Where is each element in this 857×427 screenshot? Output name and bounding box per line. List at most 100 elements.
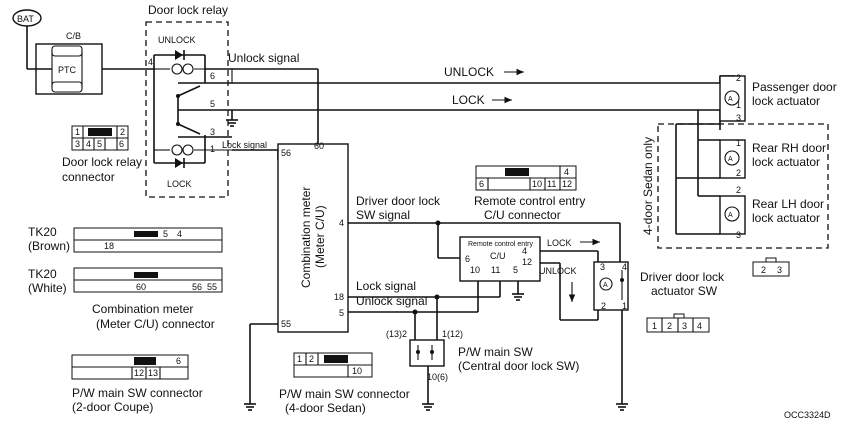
dsw-pin-3: 3 xyxy=(600,262,605,272)
unlock-signal-line-label: Unlock signal xyxy=(356,294,427,308)
dsw-pin-1: 1 xyxy=(622,301,627,311)
lh-pin-2: 2 xyxy=(736,185,741,195)
driver-sw-label-1: Driver door lock xyxy=(640,270,725,284)
actuator-connector: 2 3 xyxy=(752,257,790,277)
meter-connector-label-1: Combination meter xyxy=(92,302,193,316)
passenger-label-1: Passenger door xyxy=(752,80,837,94)
tkw-pin-55: 55 xyxy=(207,282,217,292)
pw-pin-10: 10(6) xyxy=(427,372,448,382)
actuator-lines: UNLOCK LOCK xyxy=(232,65,735,130)
relay-lock-signal-label: Lock signal xyxy=(222,140,267,150)
tkb-pin-5: 5 xyxy=(163,229,168,239)
pwc-pin-13: 13 xyxy=(148,368,158,378)
rear-rh-label-2: lock actuator xyxy=(752,155,820,169)
meter-pin-55: 55 xyxy=(281,319,291,329)
pw-sedan-label-2: (4-door Sedan) xyxy=(285,401,366,415)
lock-signal-label: Lock signal xyxy=(356,279,416,293)
lh-pin-3: 3 xyxy=(736,230,741,240)
pwc-pin-6: 6 xyxy=(176,356,181,366)
meter-pin-60: 60 xyxy=(314,141,324,151)
cb-label: C/B xyxy=(66,31,81,41)
pw-main-sw: (13)2 1(12) 10(6) P/W main SW (Central d… xyxy=(386,329,579,411)
rc-pin-4: 4 xyxy=(86,139,91,149)
pw-coupe-connector: 6 12 13 P/W main SW connector (2-door Co… xyxy=(71,354,203,414)
rh-pin-2: 2 xyxy=(736,168,741,178)
rear-lh-label-2: lock actuator xyxy=(752,211,820,225)
svg-text:A: A xyxy=(728,96,733,103)
tk20-white-title-2: (White) xyxy=(28,281,67,295)
pws-pin-2: 2 xyxy=(309,354,314,364)
pw-coupe-label-1: P/W main SW connector xyxy=(72,386,203,400)
remote-box-title: Remote control entry xyxy=(468,241,533,248)
remote-pin-5: 5 xyxy=(513,265,518,275)
rce-pin-6: 6 xyxy=(479,179,484,189)
pw-sedan-label-1: P/W main SW connector xyxy=(279,387,410,401)
relay-pin-3: 3 xyxy=(210,127,215,137)
tkb-pin-4: 4 xyxy=(177,229,182,239)
pass-pin-1: 1 xyxy=(736,100,741,110)
dsc-pin-1: 1 xyxy=(652,321,657,331)
pwc-pin-12: 12 xyxy=(134,368,144,378)
pw-sw-label-2: (Central door lock SW) xyxy=(458,359,579,373)
driver-lock-label-1: Driver door lock xyxy=(356,194,441,208)
act-conn-pin-3: 3 xyxy=(777,265,782,275)
rc-pin-3: 3 xyxy=(75,139,80,149)
remote-unlock-label: UNLOCK xyxy=(539,266,577,276)
svg-text:A: A xyxy=(728,212,733,219)
meter-title-2: (Meter C/U) xyxy=(313,205,327,268)
tkb-pin-18: 18 xyxy=(104,241,114,251)
rce-pin-11: 11 xyxy=(547,179,556,189)
relay-pin-6: 6 xyxy=(210,71,215,81)
dsc-pin-2: 2 xyxy=(667,321,672,331)
driver-sw-connector: 1 2 3 4 xyxy=(646,313,710,333)
combination-meter: Combination meter (Meter C/U) 56 60 4 18… xyxy=(244,141,349,411)
tkw-pin-56: 56 xyxy=(192,282,202,292)
remote-entry-unit: Remote control entry C/U 4 6 12 10 11 5 … xyxy=(459,236,600,321)
dsw-pin-4: 4 xyxy=(622,262,627,272)
sedan-only-box xyxy=(657,123,829,249)
tk20-white-title-1: TK20 xyxy=(28,267,57,281)
relay-title: Door lock relay xyxy=(148,3,228,17)
svg-text:A: A xyxy=(603,282,608,289)
pw-coupe-label-2: (2-door Coupe) xyxy=(72,400,153,414)
rear-wiring xyxy=(675,110,720,235)
relay-unlock-label: UNLOCK xyxy=(158,35,196,45)
tk20-brown-title-2: (Brown) xyxy=(28,239,70,253)
rc-pin-2: 2 xyxy=(120,127,125,137)
svg-text:A: A xyxy=(728,156,733,163)
sedan-only-label: 4-door Sedan only xyxy=(641,137,655,235)
rce-pin-4: 4 xyxy=(564,167,569,177)
meter-pin-5: 5 xyxy=(339,308,344,318)
pw-pin-13: (13)2 xyxy=(386,329,407,339)
rear-rh-label-1: Rear RH door xyxy=(752,141,826,155)
rear-lh-actuator: A 2 3 Rear LH door lock actuator xyxy=(719,185,824,240)
dsc-pin-3: 3 xyxy=(682,321,687,331)
rc-pin-5: 5 xyxy=(97,139,102,149)
meter-pin-4: 4 xyxy=(339,218,344,228)
meter-connector-label-2: (Meter C/U) connector xyxy=(96,317,215,331)
rh-pin-1: 1 xyxy=(736,138,741,148)
remote-cu-label: C/U xyxy=(490,251,506,261)
unlock-signal-label: Unlock signal xyxy=(228,51,299,65)
remote-title-2: C/U connector xyxy=(484,208,561,222)
diagram-code: OCC3324D xyxy=(784,410,831,420)
meter-title-1: Combination meter xyxy=(299,187,313,288)
unlock-line-label: UNLOCK xyxy=(444,65,494,79)
remote-connector: 4 6 10 11 12 Remote control entry C/U co… xyxy=(474,165,585,222)
door-lock-relay: Door lock relay UNLOCK LOCK 4 6 5 3 1 xyxy=(145,3,238,198)
driver-sw-label-2: actuator SW xyxy=(651,284,718,298)
meter-pin-56: 56 xyxy=(281,148,291,158)
relay-pin-1: 1 xyxy=(210,144,215,154)
dsc-pin-4: 4 xyxy=(697,321,702,331)
pws-pin-10: 10 xyxy=(352,366,362,376)
remote-pin-4: 4 xyxy=(522,246,527,256)
remote-pin-11: 11 xyxy=(491,265,500,275)
driver-lock-label-2: SW signal xyxy=(356,208,410,222)
pw-pin-12: 1(12) xyxy=(442,329,463,339)
remote-pin-10: 10 xyxy=(470,265,480,275)
tk20-white-connector: TK20 (White) 60 56 55 Combination meter … xyxy=(28,267,223,331)
relay-connector-label-1: Door lock relay xyxy=(62,155,142,169)
pw-sw-label-1: P/W main SW xyxy=(458,345,533,359)
rear-lh-label-1: Rear LH door xyxy=(752,197,824,211)
